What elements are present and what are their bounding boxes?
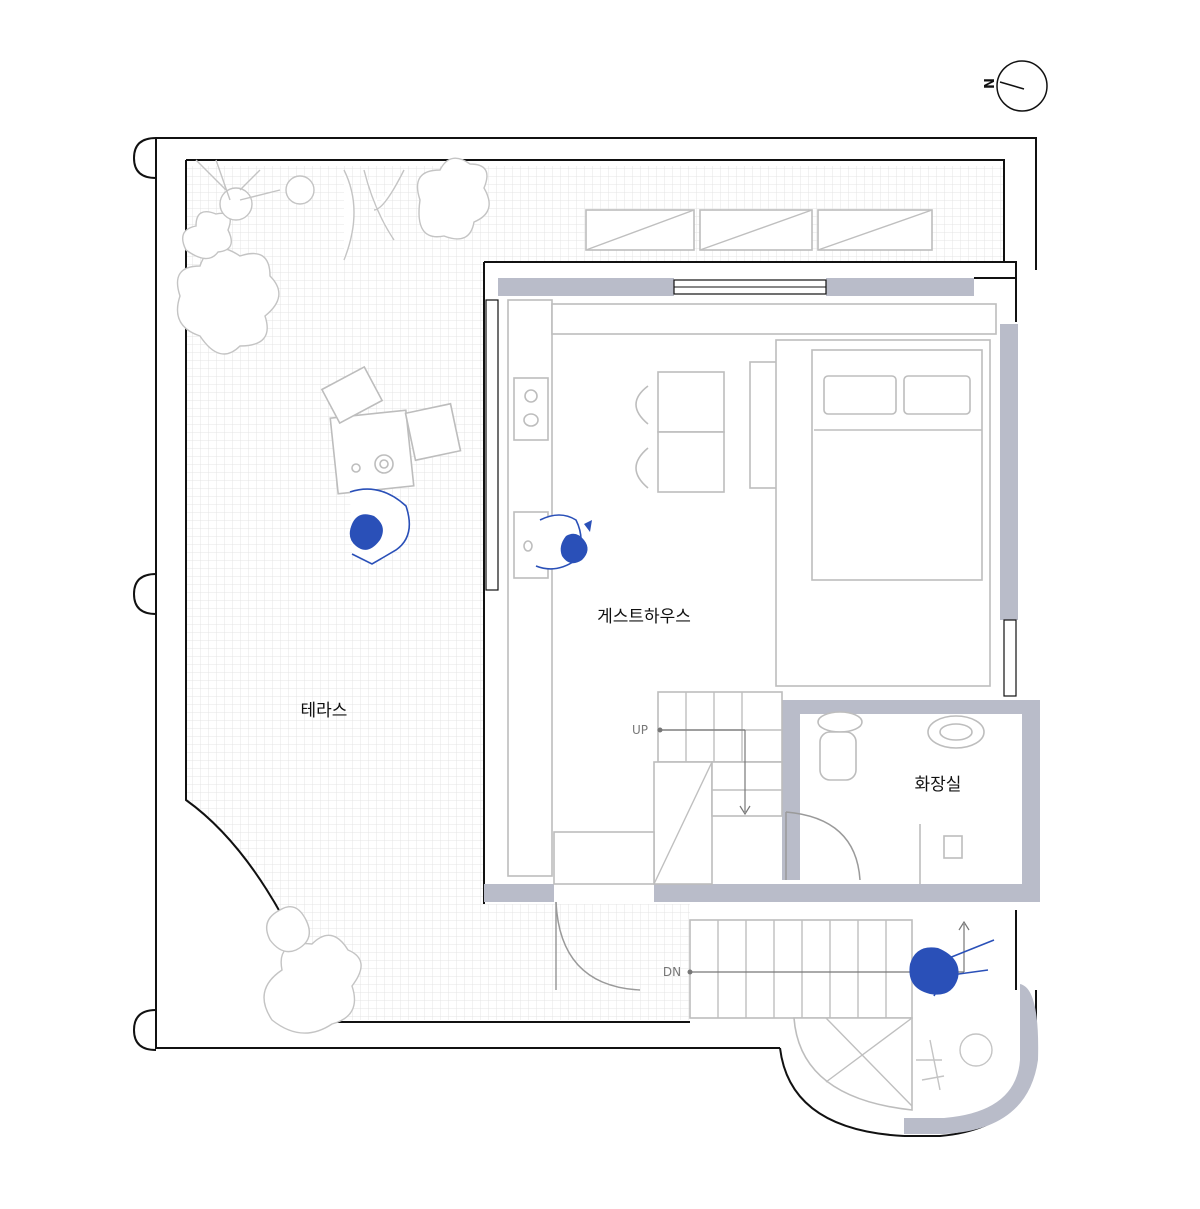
bathroom-fixtures — [817, 711, 985, 884]
kitchen-counter — [507, 299, 997, 877]
dining-table — [635, 371, 725, 493]
person-stairs — [909, 939, 995, 997]
terrace-label: 테라스 — [301, 701, 348, 721]
compass-circle — [996, 60, 1048, 112]
stair-up-label: UP — [632, 723, 648, 737]
interior-stairs — [653, 691, 783, 885]
terrace-table — [320, 209, 933, 495]
stair-down-label: DN — [663, 965, 681, 979]
bed — [749, 339, 991, 687]
person-terrace — [349, 488, 411, 565]
north-label: N — [980, 78, 995, 89]
exterior-stairs — [687, 910, 1039, 1134]
person-kitchen — [535, 514, 592, 570]
plants — [176, 157, 993, 1091]
guesthouse-label: 게스트하우스 — [597, 607, 691, 627]
north-compass: N — [980, 60, 1048, 112]
doors — [553, 811, 861, 991]
guesthouse-wall — [483, 261, 1040, 904]
bathroom-label: 화장실 — [915, 775, 962, 795]
terrace-floor — [186, 166, 1004, 1020]
